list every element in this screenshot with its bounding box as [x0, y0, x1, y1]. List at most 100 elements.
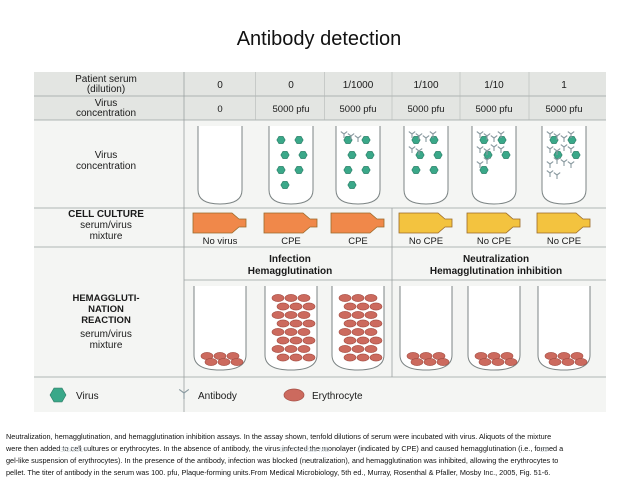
erythrocyte — [436, 358, 450, 366]
group-label-infection: Infection — [269, 254, 311, 265]
erythrocyte — [343, 302, 357, 311]
test-tube — [197, 126, 243, 205]
legend-erythrocyte-label: Erythrocyte — [312, 391, 363, 402]
virus-particle — [298, 151, 308, 159]
erythrocyte — [302, 302, 316, 311]
virus-particle — [479, 166, 489, 174]
antibody-molecule — [408, 131, 416, 138]
erythrocyte — [356, 353, 370, 362]
antibody-molecule — [497, 131, 505, 138]
footer-date: 3/3/2017 — [60, 447, 88, 454]
erythrocyte — [364, 345, 378, 353]
erythrocyte — [338, 294, 352, 302]
test-tube — [471, 126, 517, 205]
antibody-molecule — [340, 131, 348, 138]
cell-culture-result: No CPE — [477, 236, 511, 247]
virus-particle — [280, 151, 290, 159]
group-label-hemagglutination: Hemagglutination — [248, 266, 332, 277]
virus-particle — [347, 151, 357, 159]
erythrocyte — [356, 336, 370, 345]
virus-particle — [497, 136, 507, 144]
antibody-molecule — [553, 157, 561, 164]
antibody-molecule — [560, 159, 568, 166]
group-label-inhibition: Hemagglutination inhibition — [430, 266, 562, 277]
antibody-molecule — [415, 133, 423, 140]
antibody-molecule — [422, 135, 430, 142]
erythrocyte — [338, 311, 352, 319]
virus-particle — [347, 181, 357, 189]
erythrocyte — [478, 358, 492, 366]
tube-row-label: Virus — [95, 150, 118, 161]
serum-dilution-value: 1 — [561, 80, 567, 91]
culture-flask — [330, 212, 385, 234]
virus-concentration-label: concentration — [76, 108, 136, 119]
antibody-molecule — [354, 135, 362, 142]
antibody-molecule — [429, 131, 437, 138]
virus-particle — [429, 166, 439, 174]
erythrocyte — [289, 353, 303, 362]
erythrocyte — [289, 302, 303, 311]
hemagglutination-label: mixture — [90, 340, 123, 351]
antibody-legend-icon — [178, 388, 190, 399]
virus-concentration-value: 5000 pfu — [340, 104, 377, 115]
virus-particle — [567, 136, 577, 144]
virus-particle — [415, 151, 425, 159]
erythrocyte — [302, 353, 316, 362]
erythrocyte — [271, 345, 285, 353]
erythrocyte — [204, 358, 218, 366]
antibody-molecule — [476, 146, 484, 153]
test-tube — [399, 286, 453, 371]
virus-particle — [361, 136, 371, 144]
erythrocyte — [284, 328, 298, 336]
antibody-molecule — [483, 148, 491, 155]
caption-line: Neutralization, hemagglutination, and he… — [6, 432, 552, 441]
antibody-molecule — [567, 131, 575, 138]
test-tube — [467, 286, 521, 371]
hemagglutination-label: NATION — [88, 304, 124, 315]
virus-concentration-value: 5000 pfu — [546, 104, 583, 115]
erythrocyte — [356, 302, 370, 311]
antibody-molecule — [490, 144, 498, 151]
antibody-molecule — [553, 133, 561, 140]
antibody-molecule — [546, 146, 554, 153]
erythrocyte — [504, 358, 518, 366]
test-tube — [537, 286, 591, 371]
test-tube — [268, 126, 314, 205]
antibody-molecule — [567, 161, 575, 168]
erythrocyte — [297, 345, 311, 353]
erythrocyte — [343, 336, 357, 345]
figure-caption: Neutralization, hemagglutination, and he… — [6, 431, 634, 479]
virus-concentration-value: 5000 pfu — [408, 104, 445, 115]
antibody-molecule — [408, 146, 416, 153]
virus-particle — [280, 181, 290, 189]
serum-label: (dilution) — [87, 84, 125, 95]
antibody-molecule — [560, 135, 568, 142]
culture-flask — [263, 212, 318, 234]
antibody-molecule — [415, 148, 423, 155]
culture-flask — [536, 212, 591, 234]
virus-legend-icon — [49, 387, 67, 403]
virus-particle — [571, 151, 581, 159]
erythrocyte — [284, 345, 298, 353]
erythrocyte — [289, 336, 303, 345]
erythrocyte — [302, 319, 316, 328]
erythrocyte — [343, 353, 357, 362]
test-tube — [193, 286, 247, 371]
erythrocyte — [271, 328, 285, 336]
virus-particle — [343, 166, 353, 174]
antibody-molecule — [476, 161, 484, 168]
serum-dilution-value: 1/1000 — [343, 80, 374, 91]
virus-concentration-value: 5000 pfu — [476, 104, 513, 115]
serum-label: Patient serum — [75, 74, 137, 85]
erythrocyte — [364, 311, 378, 319]
antibody-molecule — [567, 146, 575, 153]
serum-dilution-value: 0 — [217, 80, 223, 91]
hemagglutination-label: HEMAGGLUTI- — [72, 293, 139, 304]
erythrocyte — [271, 311, 285, 319]
erythrocyte — [230, 358, 244, 366]
footer-author: Dr. T.V. Rao MD — [280, 447, 330, 454]
culture-flask — [398, 212, 453, 234]
virus-particle — [294, 166, 304, 174]
caption-line: were then added to cell cultures or eryt… — [6, 444, 564, 453]
tube-row-label: concentration — [76, 161, 136, 172]
